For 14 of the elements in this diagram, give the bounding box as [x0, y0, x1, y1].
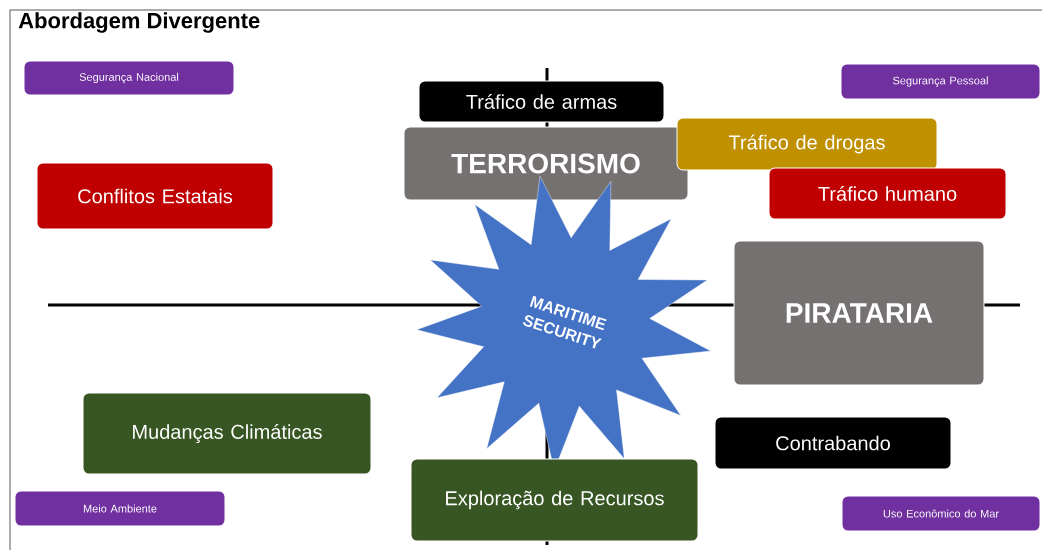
title: Abordagem Divergente	[18, 12, 260, 33]
label-box: TERRORISMO	[403, 126, 689, 201]
category-tag: Meio Ambiente	[14, 490, 226, 527]
label-box: Contrabando	[714, 416, 952, 470]
category-tag: Segurança Pessoal	[840, 63, 1041, 100]
label-box: Conflitos Estatais	[36, 162, 274, 230]
label-box: PIRATARIA	[733, 240, 985, 386]
label-box: Tráfico de armas	[418, 80, 665, 123]
label-box: Exploração de Recursos	[410, 458, 699, 542]
category-tag: Segurança Nacional	[23, 60, 235, 96]
label-box: Tráfico de drogas	[676, 117, 938, 171]
category-tag: Uso Econômico do Mar	[841, 495, 1041, 532]
label-box: Tráfico humano	[768, 167, 1007, 220]
label-box: Mudanças Climáticas	[82, 392, 372, 475]
